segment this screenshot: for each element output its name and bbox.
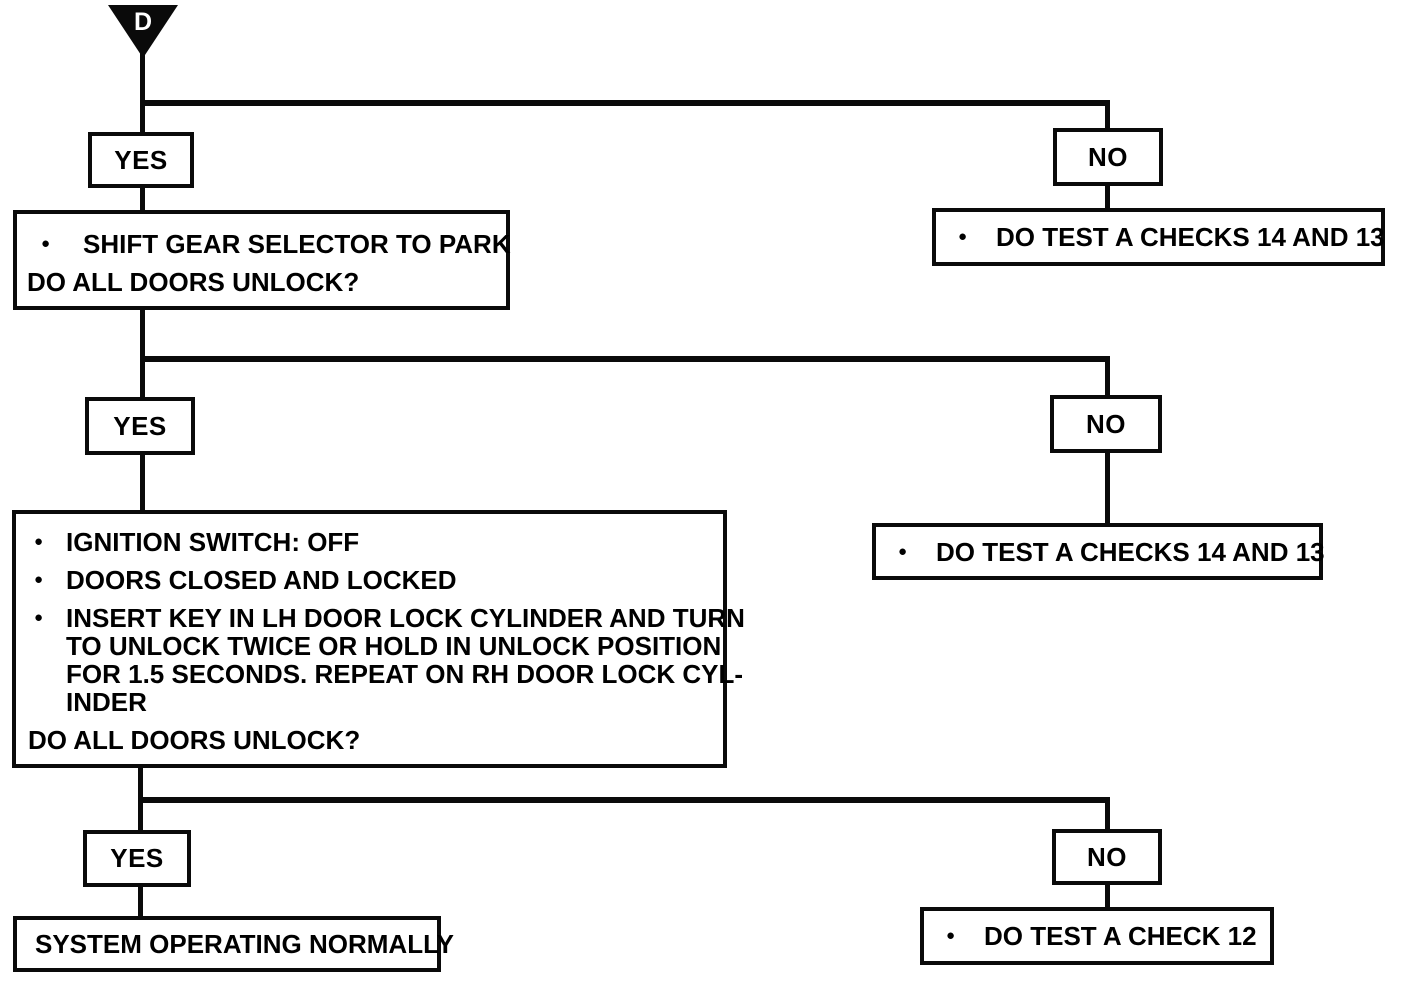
connector-d-label: D [133, 8, 153, 36]
yes-label: YES [113, 410, 167, 441]
step-row: ● IGNITION SWITCH: OFF [24, 528, 715, 556]
result-box-system-normal: SYSTEM OPERATING NORMALLY [13, 916, 454, 972]
connector-line [140, 308, 145, 399]
connector-line [1105, 100, 1110, 131]
bullet-icon: ● [34, 533, 44, 550]
bullet-icon: ● [34, 609, 44, 626]
no-box-level1: NO [1053, 128, 1163, 186]
question-text: DO ALL DOORS UNLOCK? [27, 267, 360, 297]
action-box-test-a-checks-14-13: ● DO TEST A CHECKS 14 AND 13 [932, 208, 1385, 266]
no-box-level2: NO [1050, 395, 1162, 453]
bullet-icon: ● [958, 228, 968, 245]
action-text: DO TEST A CHECKS 14 AND 13 [936, 536, 1325, 567]
no-label: NO [1086, 408, 1126, 439]
no-label: NO [1087, 841, 1127, 872]
bullet-icon: ● [41, 235, 51, 252]
step-box-key-cylinder-test: ● IGNITION SWITCH: OFF ● DOORS CLOSED AN… [12, 510, 745, 768]
yes-label: YES [110, 843, 164, 873]
connector-line [138, 885, 143, 918]
yes-box-level1: YES [88, 132, 194, 188]
connector-line [138, 766, 143, 799]
action-text: DO TEST A CHECK 12 [984, 921, 1257, 951]
no-label: NO [1088, 141, 1128, 172]
connector-line [140, 356, 1110, 362]
action-text: DO TEST A CHECKS 14 AND 13 [996, 222, 1385, 252]
step-row: ● SHIFT GEAR SELECTOR TO PARK [25, 230, 511, 258]
connector-line [1105, 183, 1110, 210]
step-text: DOORS CLOSED AND LOCKED [66, 565, 457, 595]
step-text-line: INDER [66, 687, 147, 717]
connector-line [140, 452, 145, 512]
step-text: SHIFT GEAR SELECTOR TO PARK [83, 229, 511, 259]
step-text-line: INSERT KEY IN LH DOOR LOCK CYLINDER AND … [66, 603, 745, 633]
step-box-shift-gear: ● SHIFT GEAR SELECTOR TO PARK DO ALL DOO… [13, 210, 511, 310]
bullet-icon: ● [34, 571, 44, 588]
connector-line [140, 100, 1110, 106]
step-text-line: FOR 1.5 SECONDS. REPEAT ON RH DOOR LOCK … [66, 659, 744, 689]
result-text: SYSTEM OPERATING NORMALLY [35, 929, 454, 959]
connector-d-triangle-icon [108, 5, 178, 58]
step-text-multiline: INSERT KEY IN LH DOOR LOCK CYLINDER AND … [66, 604, 745, 716]
bullet-icon: ● [898, 542, 908, 560]
step-row: ● INSERT KEY IN LH DOOR LOCK CYLINDER AN… [24, 604, 745, 716]
question-text: DO ALL DOORS UNLOCK? [28, 725, 361, 755]
action-box-test-a-checks-14-13-2: ● DO TEST A CHECKS 14 AND 13 [872, 523, 1325, 580]
bullet-icon: ● [946, 927, 956, 944]
connector-line [1105, 797, 1110, 831]
step-text: IGNITION SWITCH: OFF [66, 527, 360, 557]
connector-line [1105, 450, 1110, 525]
yes-box-level3: YES [83, 830, 191, 887]
connector-line [140, 52, 145, 135]
connector-line [138, 797, 1110, 803]
action-box-test-a-check-12: ● DO TEST A CHECK 12 [920, 907, 1274, 965]
no-box-level3: NO [1052, 829, 1162, 885]
connector-line [1105, 356, 1110, 397]
step-row: ● DOORS CLOSED AND LOCKED [24, 566, 715, 594]
yes-box-level2: YES [85, 397, 195, 455]
yes-label: YES [114, 144, 168, 175]
connector-line [140, 185, 145, 212]
step-text-line: TO UNLOCK TWICE OR HOLD IN UNLOCK POSITI… [66, 631, 722, 661]
connector-line [1105, 882, 1110, 909]
connector-line [138, 797, 143, 832]
